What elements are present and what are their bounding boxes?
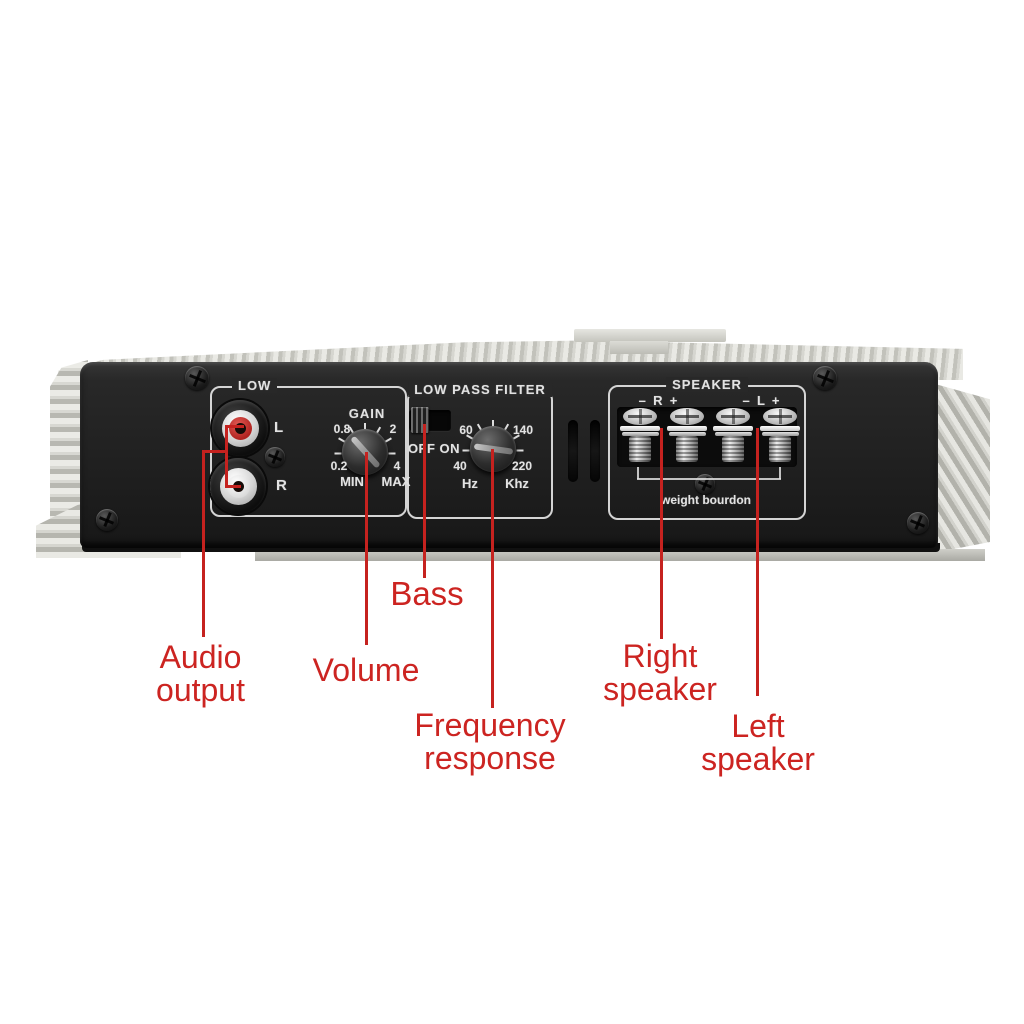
speaker-pair-left-label: – L + [742, 393, 780, 408]
terminal-left-minus[interactable] [713, 408, 753, 464]
gain-tick-2: 2 [389, 422, 397, 436]
lpf-switch-label: OFF ON [407, 441, 461, 456]
freq-tick-60: 60 [459, 423, 473, 437]
terminal-left-plus[interactable] [760, 408, 800, 464]
gain-knob-ticks [334, 423, 396, 475]
annotation-line-volume [365, 452, 368, 645]
screw-top-right [813, 366, 837, 390]
annotation-line-audio-l [225, 425, 244, 428]
terminal-bracket-bottom [637, 478, 781, 480]
freq-tick-140: 140 [512, 423, 534, 437]
right-jack-label: R [276, 477, 287, 494]
label-bass: Bass [390, 575, 464, 612]
terminal-bracket-right [779, 467, 781, 479]
annotation-line-audio-bracket [225, 425, 228, 488]
freq-unit-hz: Hz [462, 476, 478, 491]
label-volume: Volume [312, 652, 420, 688]
vent-slot-1 [568, 420, 578, 482]
terminal-right-minus[interactable] [620, 408, 660, 464]
screw-bottom-right [907, 512, 929, 534]
annotation-line-bass [423, 424, 426, 578]
annotation-line-audio-output [202, 450, 205, 637]
vent-slot-2 [590, 420, 600, 482]
gain-max-label: MAX [381, 474, 411, 489]
speaker-section: SPEAKER [608, 377, 806, 520]
amplifier-front-panel: LOW L R GAIN [80, 362, 938, 548]
rca-left-red-insulator [228, 416, 252, 440]
low-pass-filter-title: LOW PASS FILTER [408, 382, 552, 397]
rca-left-hole [234, 422, 246, 434]
freq-unit-khz: Khz [505, 476, 529, 491]
terminal-right-plus[interactable] [667, 408, 707, 464]
low-pass-filter-section: LOW PASS FILTER [407, 382, 553, 519]
frequency-knob-ticks [462, 420, 524, 472]
speaker-pair-right-label: – R + [638, 393, 678, 408]
annotation-line-audio-tee [202, 450, 228, 453]
label-frequency-response: Frequency response [414, 707, 566, 776]
lpf-on-off-switch[interactable] [411, 407, 429, 433]
freq-tick-220: 220 [511, 459, 533, 473]
left-jack-label: L [274, 419, 284, 436]
speaker-title: SPEAKER [666, 377, 748, 392]
label-left-speaker: Left speaker [701, 708, 815, 777]
annotation-line-frequency [491, 449, 494, 708]
annotation-line-right-speaker [660, 428, 663, 639]
screw-bottom-left [96, 509, 118, 531]
low-section-title: LOW [232, 378, 278, 393]
gain-tick-4: 4 [393, 459, 401, 473]
heatsink-bottom-strip [255, 549, 985, 561]
terminal-bracket-left [637, 467, 639, 479]
speaker-note: weight bourdon [661, 493, 751, 507]
mounting-flange [574, 329, 726, 342]
screw-top-left [185, 366, 209, 390]
gain-tick-08: 0.8 [333, 422, 351, 436]
label-right-speaker: Right speaker [603, 638, 717, 707]
annotation-line-left-speaker [756, 428, 759, 696]
gain-tick-02: 0.2 [330, 459, 348, 473]
annotation-line-audio-r [225, 485, 241, 488]
rca-jack-left[interactable] [212, 400, 268, 456]
label-audio-output: Audio output [156, 639, 245, 708]
mounting-flange-stem [610, 341, 668, 354]
screw-between-jacks [265, 447, 285, 467]
gain-min-label: MIN [340, 474, 364, 489]
freq-tick-40: 40 [453, 459, 467, 473]
gain-label: GAIN [348, 406, 386, 421]
heatsink-right-fins [928, 382, 990, 554]
